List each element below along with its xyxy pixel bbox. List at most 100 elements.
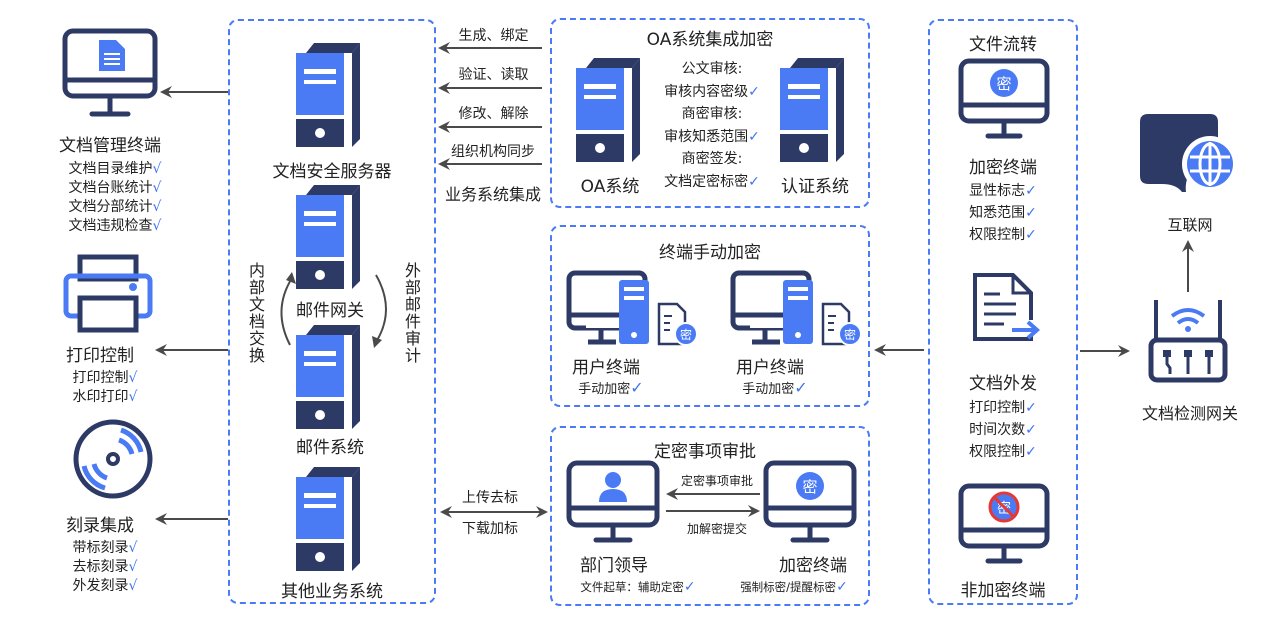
svg-text:密: 密 (844, 327, 856, 342)
approval-arrow (666, 488, 760, 500)
doc-terminal-features: 文档目录维护√ 文档台账统计√ 文档分部统计√ 文档违规检查√ (55, 160, 175, 236)
approval-arrow-label: 定密事项审批 (680, 474, 753, 488)
file-flow-box (928, 19, 1078, 605)
manual-encrypt-feature: 手动加密✓ (742, 378, 808, 397)
document-send-icon (973, 273, 1041, 341)
feature-item: 文档台账统计√ (68, 180, 162, 196)
link-label: 生成、绑定 (458, 28, 529, 44)
internet-globe-icon (1140, 114, 1238, 192)
link-arrow (438, 82, 542, 94)
feature-item: 文档分部统计√ (68, 199, 162, 215)
printer-icon (63, 254, 153, 333)
oa-approval-list: 公文审核: 审核内容密级✓ 商密审核: 审核知悉范围✓ 商密签发: 文档定密标密… (652, 58, 772, 193)
server-icon (296, 325, 360, 429)
server-icon (296, 467, 360, 571)
feature-item: 带标刻录√ (72, 540, 138, 556)
flow-enc-features: 显性标志✓ 知悉范围✓ 权限控制✓ (958, 180, 1048, 246)
encrypted-terminal-icon: 密 (958, 58, 1050, 139)
print-title: 打印控制 (66, 346, 134, 366)
approval-box-title: 定密事项审批 (654, 442, 756, 462)
manual-encrypt-box (550, 225, 870, 407)
feature-item: 文档违规检查√ (68, 218, 162, 234)
arrow-to-manual-box (874, 344, 924, 356)
leader-label: 部门领导 (580, 556, 648, 576)
feature-item: 显性标志✓ (969, 183, 1037, 199)
oa-box-title: OA系统集成加密 (646, 30, 774, 50)
oa-system-label: OA系统 (580, 177, 640, 197)
mail-gateway-label: 邮件网关 (296, 301, 364, 321)
enc-terminal-label: 加密终端 (779, 556, 847, 576)
doc-out-features: 打印控制✓ 时间次数✓ 权限控制✓ (958, 397, 1048, 463)
oa-line: 审核知悉范围✓ (664, 128, 760, 145)
oa-line: 公文审核: (681, 61, 743, 77)
manual-encrypt-feature: 手动加密✓ (578, 378, 644, 397)
auth-server-icon (780, 58, 844, 162)
server-group-box (228, 19, 436, 604)
arrow-to-gateway (1080, 345, 1130, 357)
flow-enc-terminal-title: 加密终端 (969, 158, 1037, 178)
approval-box (550, 426, 870, 606)
non-enc-terminal-title: 非加密终端 (960, 581, 1046, 601)
feature-item: 权限控制✓ (969, 444, 1037, 460)
link-arrow (438, 158, 542, 170)
oa-integration-box (550, 18, 870, 208)
monitor-document-icon (62, 28, 158, 117)
feature-item: 打印控制√ (72, 370, 138, 386)
feature-item: 时间次数✓ (969, 422, 1037, 438)
pc-with-file-icon: 密 (730, 270, 862, 346)
integration-label: 业务系统集成 (444, 185, 541, 204)
oa-line: 商密审核: (681, 106, 743, 122)
user-terminal-label: 用户终端 (572, 358, 640, 378)
file-flow-title: 文件流转 (969, 35, 1037, 55)
auth-system-label: 认证系统 (781, 177, 849, 197)
feature-item: 水印打印√ (72, 389, 138, 405)
feature-item: 权限控制✓ (969, 227, 1037, 243)
burn-features: 带标刻录√ 去标刻录√ 外发刻录√ (60, 539, 150, 596)
feature-item: 打印控制✓ (969, 400, 1037, 416)
print-features: 打印控制√ 水印打印√ (60, 369, 150, 407)
upload-label: 上传去标 (462, 490, 518, 506)
gateway-label: 文档检测网关 (1141, 404, 1238, 423)
feature-item: 知悉范围✓ (969, 205, 1037, 221)
arrow-to-burn (155, 513, 228, 525)
leader-note: 文件起草：辅助定密✓ (580, 579, 696, 595)
mail-system-label: 邮件系统 (296, 438, 364, 458)
bidirectional-arrow (440, 506, 548, 518)
arrow-to-doc-terminal (160, 86, 228, 98)
non-encrypted-terminal-icon: 密 (958, 483, 1050, 564)
server-icon (296, 43, 360, 147)
burn-title: 刻录集成 (66, 516, 134, 536)
arrow-to-print (155, 344, 228, 356)
internal-exchange-label: 内部文档交换 (246, 262, 265, 364)
arrow-to-internet (1182, 240, 1194, 292)
doc-terminal-title: 文档管理终端 (59, 136, 161, 156)
feature-item: 外发刻录√ (72, 578, 138, 594)
internet-label: 互联网 (1167, 216, 1213, 234)
feature-item: 去标刻录√ (72, 559, 138, 575)
link-label: 验证、读取 (458, 67, 529, 83)
oa-server-icon (576, 58, 640, 162)
svg-text:密: 密 (996, 75, 1011, 93)
gateway-router-icon (1148, 300, 1228, 383)
internal-exchange-arrow (280, 272, 296, 346)
disc-icon (73, 419, 153, 499)
download-label: 下载加标 (462, 521, 518, 537)
doc-server-label: 文档安全服务器 (272, 162, 392, 182)
other-systems-label: 其他业务系统 (281, 582, 383, 602)
feature-item: 文档目录维护√ (68, 161, 162, 177)
link-label: 修改、解除 (458, 106, 529, 122)
oa-line: 商密签发: (681, 151, 743, 167)
manual-box-title: 终端手动加密 (659, 243, 761, 263)
pc-with-file-icon: 密 (566, 270, 698, 346)
external-audit-arrow (372, 274, 387, 348)
oa-line: 审核内容密级✓ (664, 83, 760, 100)
user-terminal-label: 用户终端 (736, 358, 804, 378)
encrypted-terminal-icon: 密 (763, 460, 857, 543)
server-icon (296, 185, 360, 289)
external-audit-label: 外部邮件审计 (402, 262, 421, 364)
doc-out-title: 文档外发 (969, 374, 1037, 394)
link-arrow (438, 121, 542, 133)
svg-text:密: 密 (680, 327, 692, 342)
submit-arrow-label: 加解密提交 (686, 522, 747, 536)
svg-text:密: 密 (802, 478, 817, 496)
